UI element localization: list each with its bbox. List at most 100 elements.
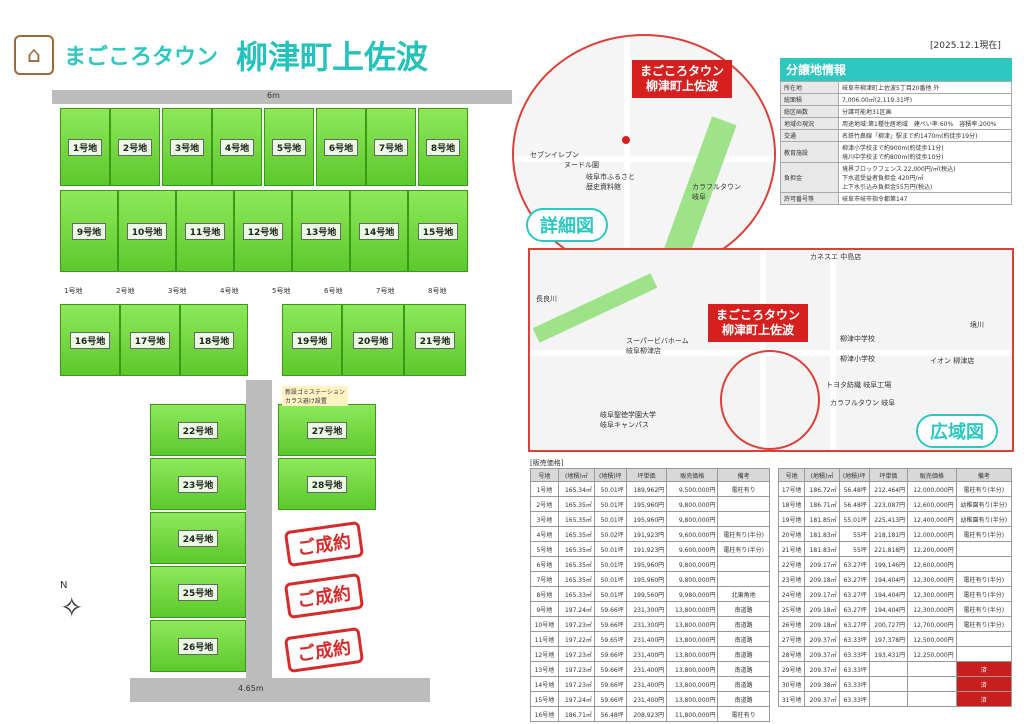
price-cell [955,646,1013,662]
info-key: 総面積 [780,93,839,106]
lot-15: 15号地 [408,190,468,272]
detail-map-label: 詳細図 [526,208,608,242]
price-cell: 209.38㎡ [804,676,840,692]
price-cell: 17号地 [777,481,806,497]
price-cell: 27号地 [777,631,806,647]
price-cell: 186.71㎡ [557,706,595,722]
lot-1: 1号地 [60,108,110,186]
price-cell: 231,400円 [625,646,668,662]
price-cell: 12,300,000円 [907,571,957,587]
price-header: 号地 [530,468,559,482]
lot-label: 28号地 [306,475,348,493]
place-label: カラフルタウン 岐阜 [692,183,741,201]
price-cell: 13号地 [530,661,559,677]
price-cell [955,631,1013,647]
price-cell: 済 [955,676,1013,692]
lot-label: 4号地 [219,138,255,156]
price-cell [717,556,770,572]
info-value: 7,006.00㎡(2,119.31坪) [838,93,1012,106]
lot-label: 24号地 [177,529,219,547]
price-cell: 63.27坪 [838,616,870,632]
place-label: カネスエ 中島店 [810,253,862,261]
lot-18: 18号地 [180,304,248,376]
lot-10: 10号地 [118,190,176,272]
price-cell [717,571,770,587]
price-cell: 193,431円 [868,646,909,662]
price-cell: 209.37㎡ [804,661,840,677]
price-cell: 56.48坪 [838,481,870,497]
price-cell: 9,800,000円 [666,571,719,587]
price-cell: 231,300円 [625,601,668,617]
place-label: 岐阜市ふるさと 歴史資料館 [586,173,635,191]
price-cell: 223,087円 [868,496,909,512]
lot-label: 16号地 [69,331,111,349]
price-cell: 231,400円 [625,691,668,707]
price-cell: 済 [955,691,1013,707]
road-top-width: 6m [267,91,280,100]
house-logo-icon: ⌂ [14,35,54,75]
place-label: トヨタ紡織 岐阜工場 [826,381,892,389]
price-cell: 5号地 [530,541,559,557]
price-cell: 7号地 [530,571,559,587]
lot-4: 4号地 [212,108,262,186]
price-cell: 26号地 [777,616,806,632]
price-header: 坪単価 [625,468,668,482]
price-cell: 209.37㎡ [804,646,840,662]
price-cell: 56.48坪 [593,706,627,722]
road-top [52,90,512,104]
price-cell: 197.23㎡ [557,616,595,632]
price-cell: 電柱有り(半分) [955,601,1013,617]
price-cell [955,541,1013,557]
price-cell: 12,600,000円 [907,556,957,572]
site-pin-icon [622,136,630,144]
price-cell [907,676,957,692]
price-cell: 194,404円 [868,571,909,587]
lot-label: 25号地 [177,583,219,601]
lot-27: 27号地 [278,404,376,456]
price-cell [717,496,770,512]
place-label: 境川 [970,321,984,329]
lot-11: 11号地 [176,190,234,272]
price-cell: 12,000,000円 [907,481,957,497]
lot-label: 23号地 [177,475,219,493]
lot-17: 17号地 [120,304,180,376]
price-cell: 50.01坪 [593,481,627,497]
price-header: (地積)坪 [838,468,870,482]
price-cell: 197.24㎡ [557,691,595,707]
price-cell: 21号地 [777,541,806,557]
lot-label: 12号地 [242,222,284,240]
info-key: 負担金 [780,162,839,193]
info-value: 柳津小学校まで約900m(約徒歩11分) 境川中学校まで約800m(約徒歩10分… [838,141,1012,163]
price-cell: 12,250,000円 [907,646,957,662]
price-cell: 181.83㎡ [804,541,840,557]
price-cell: 231,400円 [625,661,668,677]
price-cell: 63.27坪 [838,571,870,587]
info-key: 許可番号等 [780,192,839,205]
info-value: 分譲可能地31区画 [838,105,1012,118]
price-cell: 63.33坪 [838,691,870,707]
price-cell: 165.35㎡ [557,511,595,527]
price-cell: 電柱有り(半分) [955,481,1013,497]
price-cell: 13,800,000円 [666,691,719,707]
lot-16: 16号地 [60,304,120,376]
lot-label: 1号地 [67,138,103,156]
lot-label: 10号地 [126,222,168,240]
row-label: 4号地 [220,287,239,295]
price-cell: 209.18㎡ [804,571,840,587]
road-bottom-width: 4.65m [238,684,264,693]
price-cell: 9号地 [530,601,559,617]
price-cell: 24号地 [777,586,806,602]
price-cell: 165.35㎡ [557,526,595,542]
wide-map-label: 広域図 [916,414,998,448]
lot-label: 8号地 [425,138,461,156]
